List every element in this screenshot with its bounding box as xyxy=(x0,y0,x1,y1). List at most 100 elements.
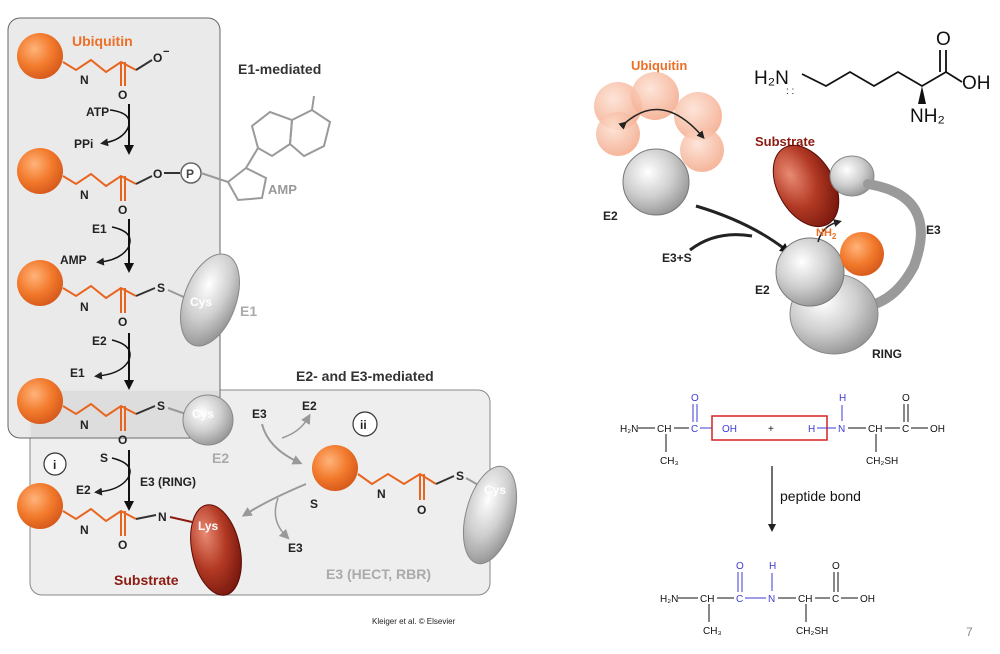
cys-label-e3: Cys xyxy=(484,483,506,497)
peptide-bond-label: peptide bond xyxy=(780,488,861,504)
reactant-ch2sh: CH₂SH xyxy=(866,456,898,467)
e2-label-ring: E2 xyxy=(76,483,91,497)
ubiquitin-ball-3 xyxy=(17,260,63,306)
reactant-n: N xyxy=(838,424,845,435)
amp-structure xyxy=(200,95,332,202)
e3-cartoon-label: E3 xyxy=(926,223,941,237)
cys-label-e1: Cys xyxy=(190,295,212,309)
reactant-h2n: H₂N xyxy=(620,424,638,435)
product-ch2sh: CH₂SH xyxy=(796,626,828,637)
e3-hect-label: E3 (HECT, RBR) xyxy=(326,566,431,582)
o-label-4: O xyxy=(118,433,127,447)
reactant-h: H xyxy=(808,424,815,435)
substrate-label: Substrate xyxy=(114,572,179,588)
e2-label-arrow: E2 xyxy=(92,334,107,348)
route-i-label: i xyxy=(53,458,56,472)
e3-head xyxy=(829,155,875,197)
reactant-oh: OH xyxy=(722,424,737,435)
s-label-6: S xyxy=(456,469,464,483)
substrate-lys xyxy=(190,504,242,596)
left-panel: E1-mediated E2- and E3-mediated Ubiquiti… xyxy=(7,17,518,626)
o-label-3: O xyxy=(118,315,127,329)
e3-s-label: E3+S xyxy=(662,251,692,265)
nh2-label: NH2 xyxy=(816,227,837,241)
e3-label-top: E3 xyxy=(252,407,267,421)
product-oh: OH xyxy=(860,594,875,605)
product-c-2: C xyxy=(832,594,839,605)
s-label-hect: S xyxy=(310,497,318,511)
o-label-2a: O xyxy=(153,167,162,181)
substrate-cartoon-label: Substrate xyxy=(755,134,815,149)
amp-label: AMP xyxy=(60,253,87,267)
route-ii-label: ii xyxy=(360,418,367,432)
e3-ring-label: E3 (RING) xyxy=(140,475,196,489)
s-label-3: S xyxy=(157,281,165,295)
o-minus-label: O xyxy=(153,51,162,65)
e1-enzyme xyxy=(180,253,240,347)
ubiquitin-ball-6 xyxy=(312,445,358,491)
e3-label-bottom: E3 xyxy=(288,541,303,555)
n-label-1: N xyxy=(80,73,89,87)
svg-text:−: − xyxy=(163,46,169,58)
product-c-1: C xyxy=(736,594,743,605)
e23-mediated-title: E2- and E3-mediated xyxy=(296,368,434,384)
page-number: 7 xyxy=(966,625,973,639)
n-label-5: N xyxy=(80,523,89,537)
route-ii-circle xyxy=(352,411,378,437)
s-label-ring: S xyxy=(100,451,108,465)
ubiquitin-ball-5 xyxy=(17,483,63,529)
e1-enzyme-label: E1 xyxy=(240,303,257,319)
product-o-2: O xyxy=(832,561,840,572)
ubiquitin-ball-4 xyxy=(17,378,63,424)
e2-label-top: E2 xyxy=(302,399,317,413)
e2-ball-left xyxy=(622,148,690,216)
e1-label-release: E1 xyxy=(70,366,85,380)
e2-right-label: E2 xyxy=(755,283,770,297)
ubiquitin-ball-1 xyxy=(17,33,63,79)
product-h2n: H₂N xyxy=(660,594,678,605)
svg-text:: :: : : xyxy=(786,86,794,97)
e3-ring-cartoon: Ubiquitin E2 E3+S Substrate E3 E2 RING N… xyxy=(594,58,941,361)
credit-text: Kleiger et al. © Elsevier xyxy=(372,617,456,626)
n-label-5b: N xyxy=(158,510,167,524)
reactant-o-1: O xyxy=(691,393,699,404)
route-i-circle xyxy=(43,452,67,476)
atp-label: ATP xyxy=(86,105,109,119)
product-ch3: CH₃ xyxy=(703,626,722,637)
reactant-h-top: H xyxy=(839,393,846,404)
reactant-oh-2: OH xyxy=(930,424,945,435)
reactant-c-1: C xyxy=(691,424,698,435)
reactant-c-2: C xyxy=(902,424,909,435)
ring-label: RING xyxy=(872,347,902,361)
product-ch-2: CH xyxy=(798,594,812,605)
lysine-nh2: NH₂ xyxy=(910,106,945,127)
product-h: H xyxy=(769,561,776,572)
e3-hect-enzyme xyxy=(462,465,518,565)
ubiquitin-ball-2 xyxy=(17,148,63,194)
o-label-6: O xyxy=(417,503,426,517)
o-label-1: O xyxy=(118,88,127,102)
ubiquitin-cartoon-label: Ubiquitin xyxy=(631,58,687,73)
e2-left-label: E2 xyxy=(603,209,618,223)
o-label-2b: O xyxy=(118,203,127,217)
e1-mediated-title: E1-mediated xyxy=(238,61,321,77)
lysine-h2n: H₂N xyxy=(754,68,789,89)
reactant-o-2: O xyxy=(902,393,910,404)
e2-enzyme-label: E2 xyxy=(212,450,229,466)
reactant-ch3: CH₃ xyxy=(660,456,679,467)
cys-label-e2: Cys xyxy=(192,407,214,421)
ubiquitin-label: Ubiquitin xyxy=(72,33,133,49)
lysine-structure: H₂N : : O OH NH₂ xyxy=(754,29,991,127)
e2-enzyme xyxy=(182,394,234,446)
n-label-4: N xyxy=(80,418,89,432)
product-ch-1: CH xyxy=(700,594,714,605)
plus-sign: + xyxy=(768,424,774,435)
reactant-ch-2: CH xyxy=(868,424,882,435)
lys-label: Lys xyxy=(198,519,219,533)
ubiquitin-on-e2 xyxy=(840,232,884,276)
n-label-2: N xyxy=(80,188,89,202)
o-label-5: O xyxy=(118,538,127,552)
lysine-o: O xyxy=(936,29,951,50)
e2-ball-right xyxy=(775,237,845,307)
